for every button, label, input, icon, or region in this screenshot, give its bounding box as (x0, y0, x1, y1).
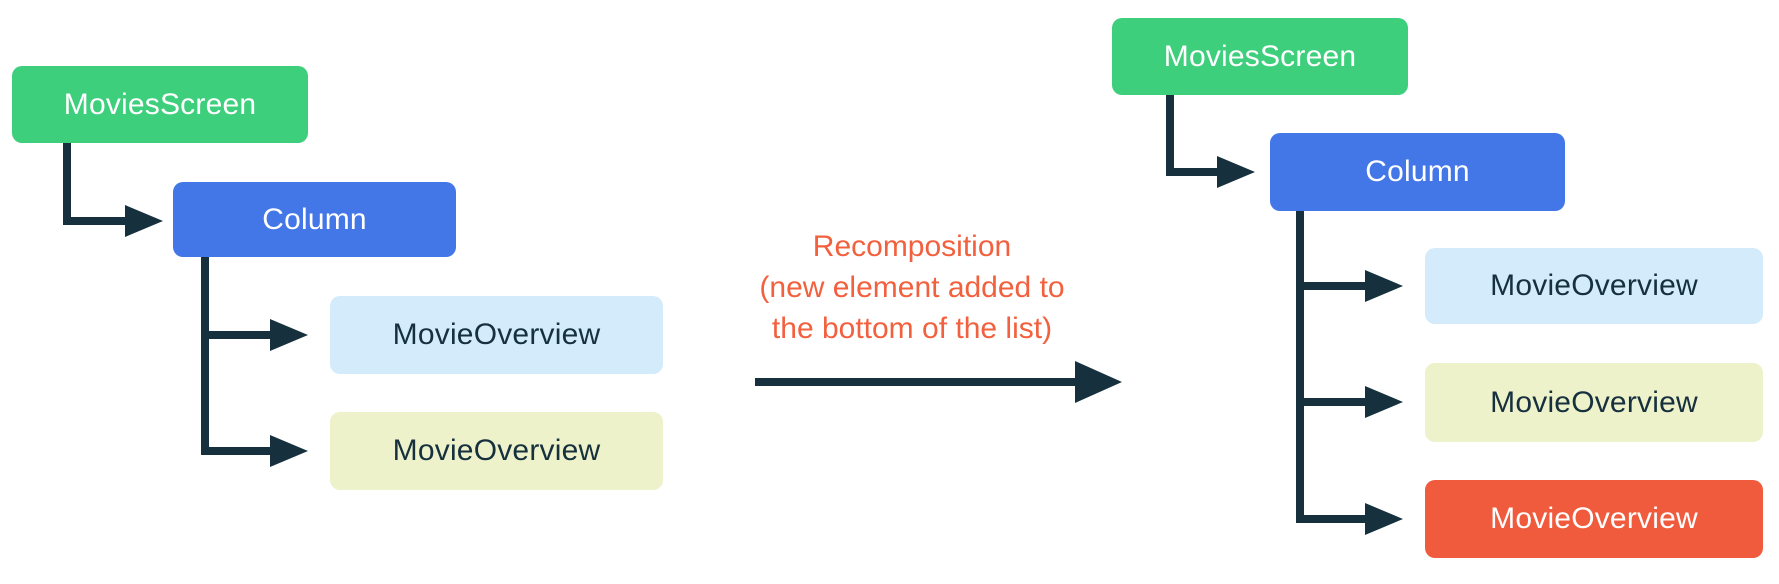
right-tree-node-column: Column (1270, 133, 1565, 211)
left-trunk-connector (201, 255, 272, 455)
node-label: Column (1365, 155, 1470, 188)
right-tree-node-moviesscreen: MoviesScreen (1112, 18, 1408, 95)
annotation-line-3: the bottom of the list) (771, 312, 1053, 345)
right-elbow-connector (1166, 95, 1222, 176)
node-label: MovieOverview (1490, 502, 1698, 535)
left-arm2-arrowhead (270, 435, 308, 467)
left-elbow-connector (63, 143, 128, 225)
node-label: MovieOverview (392, 434, 601, 467)
node-label: MovieOverview (1490, 385, 1698, 419)
node-label: MoviesScreen (1163, 39, 1357, 73)
left-tree-node-moviesscreen: MoviesScreen (12, 66, 308, 143)
recomposition-arrowhead (1075, 361, 1122, 403)
right-trunk-connector (1296, 211, 1367, 523)
right-arm3-arrowhead (1365, 503, 1403, 535)
right-tree-node-movieoverview-1: MovieOverview (1425, 248, 1763, 324)
left-tree-node-movieoverview-1: MovieOverview (330, 296, 663, 374)
left-tree-node-column: Column (173, 182, 456, 257)
node-label: MovieOverview (1490, 269, 1698, 302)
recomposition-annotation: Recomposition (new element added to the … (662, 226, 1162, 349)
right-arm1-arrowhead (1365, 270, 1403, 302)
node-label: MovieOverview (392, 318, 601, 351)
left-arm1-arrowhead (270, 319, 308, 351)
right-elbow-arrowhead (1217, 156, 1255, 188)
annotation-line-2: (new element added to (759, 271, 1065, 304)
annotation-line-1: Recomposition (812, 230, 1012, 263)
node-label: MoviesScreen (63, 87, 257, 121)
right-tree-node-movieoverview-2: MovieOverview (1425, 363, 1763, 442)
node-label: Column (262, 202, 367, 236)
left-tree-node-movieoverview-2: MovieOverview (330, 412, 663, 490)
right-tree-node-movieoverview-3-new: MovieOverview (1425, 480, 1763, 558)
left-elbow-arrowhead (125, 205, 163, 237)
right-arm2-arrowhead (1365, 386, 1403, 418)
